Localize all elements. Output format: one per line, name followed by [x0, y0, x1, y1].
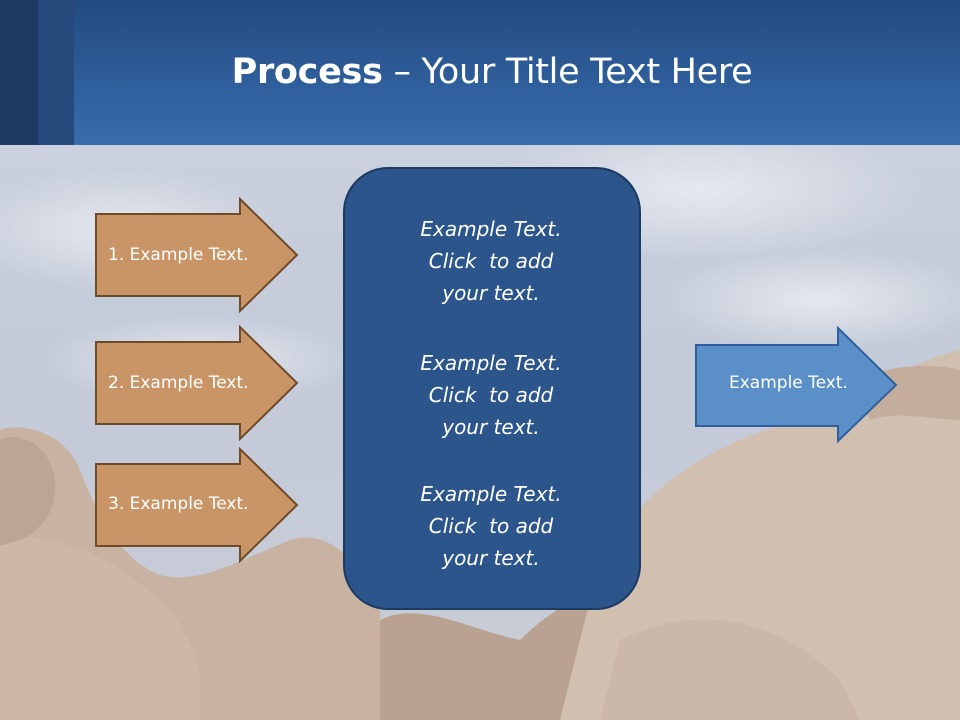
- center-block[interactable]: [342, 166, 642, 612]
- input-arrow-1[interactable]: [94, 197, 300, 313]
- center-text-3-line1: Example Text.: [420, 482, 562, 506]
- center-text-2-line2: Click to add: [428, 383, 554, 407]
- center-text-2-line3: your text.: [442, 415, 540, 439]
- output-arrow-label: Example Text.: [729, 373, 848, 393]
- input-arrow-2[interactable]: [94, 325, 300, 441]
- center-text-1-line3: your text.: [442, 281, 540, 305]
- center-text-3[interactable]: Example Text. Click to add your text.: [345, 478, 637, 574]
- output-arrow[interactable]: [694, 326, 900, 444]
- center-text-3-line2: Click to add: [428, 514, 554, 538]
- input-arrow-3[interactable]: [94, 447, 300, 563]
- title-rest: – Your Title Text Here: [382, 52, 753, 92]
- header-strip-dark: [0, 0, 38, 145]
- input-arrow-3-label: 3. Example Text.: [108, 494, 249, 514]
- slide-title[interactable]: Process – Your Title Text Here: [0, 52, 960, 92]
- center-text-3-line3: your text.: [442, 546, 540, 570]
- input-arrow-1-label: 1. Example Text.: [108, 245, 249, 265]
- input-arrow-2-label: 2. Example Text.: [108, 373, 249, 393]
- center-text-1[interactable]: Example Text. Click to add your text.: [345, 213, 637, 309]
- header-bar: [0, 0, 960, 145]
- center-text-1-line1: Example Text.: [420, 217, 562, 241]
- center-text-1-line2: Click to add: [428, 249, 554, 273]
- center-text-2-line1: Example Text.: [420, 351, 562, 375]
- center-text-2[interactable]: Example Text. Click to add your text.: [345, 347, 637, 443]
- title-bold: Process: [231, 52, 383, 92]
- header-strip-mid: [38, 0, 74, 145]
